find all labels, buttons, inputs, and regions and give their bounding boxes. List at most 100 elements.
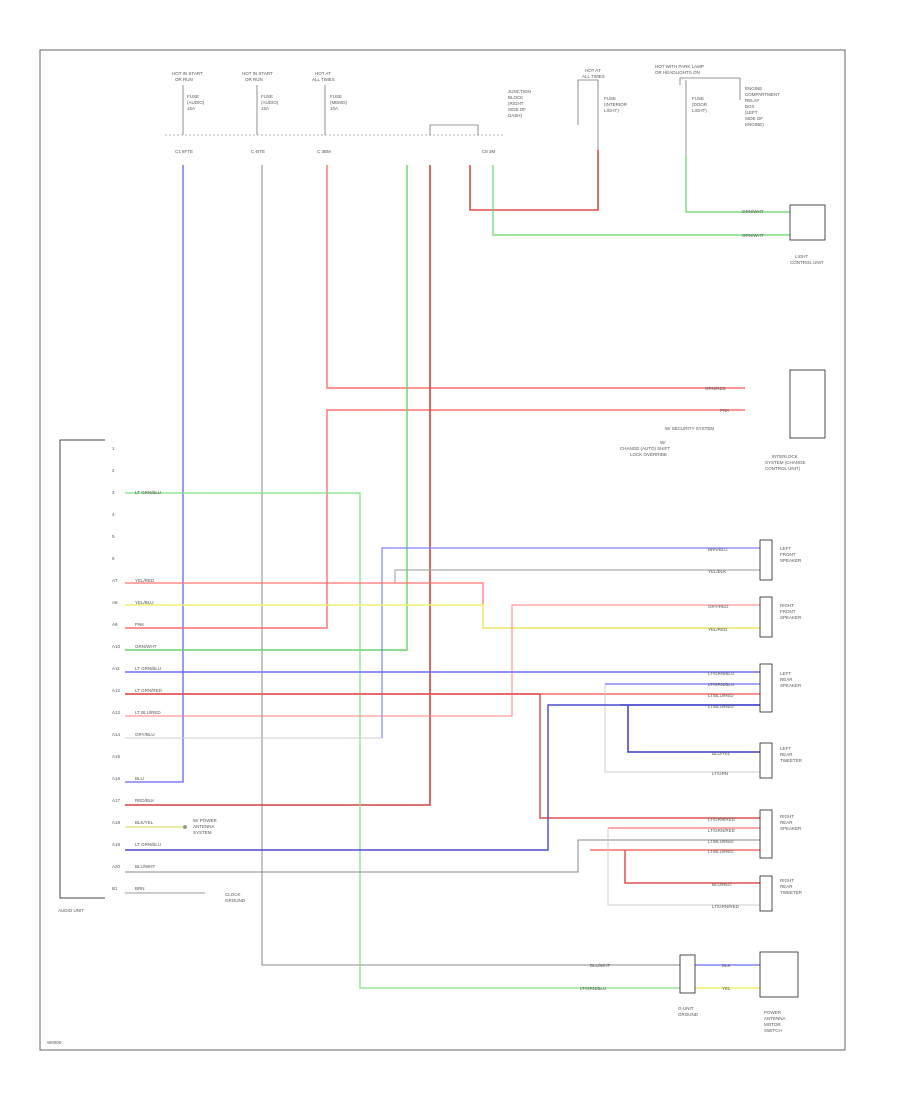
- svg-text:SIDE OF: SIDE OF: [745, 116, 763, 121]
- svg-text:TWEETER: TWEETER: [780, 758, 803, 763]
- audio-pin-wire-label: PNK: [135, 622, 144, 627]
- audio-pin-a20: A20: [112, 864, 121, 869]
- svg-text:SPEAKER: SPEAKER: [780, 683, 802, 688]
- svg-text:LT/BLU/RED: LT/BLU/RED: [708, 704, 734, 709]
- svg-text:FUSE: FUSE: [261, 94, 273, 99]
- interlock-unit: GRN/RED PNK W/ SECURITY SYSTEM W/ CHANGE…: [620, 369, 826, 471]
- svg-text:LEFT: LEFT: [780, 746, 791, 751]
- audio-pin-a11: A11: [112, 666, 120, 671]
- svg-text:COMPARTMENT: COMPARTMENT: [745, 92, 780, 97]
- svg-text:FUSE: FUSE: [330, 94, 342, 99]
- audio-pin-a13: A13: [112, 710, 121, 715]
- audio-pin-a14: A14: [112, 732, 121, 737]
- svg-text:LT/GRN/BLU: LT/GRN/BLU: [708, 682, 734, 687]
- svg-text:LT/GRN/RED: LT/GRN/RED: [708, 828, 736, 833]
- page-label: W0000: [47, 1040, 62, 1045]
- svg-text:DASH): DASH): [508, 113, 523, 118]
- fuse-block-1: HOT IN START OR RUN FUSE (AUDIO) 15A C1 …: [172, 71, 205, 154]
- svg-text:INTERLOCK: INTERLOCK: [772, 454, 798, 459]
- svg-text:LT/GRN/RED: LT/GRN/RED: [712, 904, 740, 909]
- wire-blu-wht-a20: [125, 839, 760, 873]
- svg-text:LT/BLU/RED: LT/BLU/RED: [708, 839, 734, 844]
- wire-grn-wht: [125, 165, 408, 651]
- svg-text:RIGHT: RIGHT: [780, 603, 794, 608]
- svg-text:LEFT: LEFT: [780, 671, 791, 676]
- wire-pnk: [125, 409, 745, 629]
- fuse-block-3: HOT AT ALL TIMES FUSE (MEMO) 10A C 3BM: [312, 71, 347, 154]
- svg-text:15A: 15A: [261, 106, 269, 111]
- svg-text:REAR: REAR: [780, 752, 793, 757]
- svg-text:FUSE: FUSE: [187, 94, 199, 99]
- svg-text:(DOOR: (DOOR: [692, 102, 708, 107]
- svg-text:SPEAKER: SPEAKER: [780, 558, 802, 563]
- svg-text:RIGHT: RIGHT: [780, 814, 794, 819]
- svg-text:RIGHT: RIGHT: [780, 878, 794, 883]
- audio-pin-wire-label: BLU/WHT: [135, 864, 156, 869]
- svg-text:ENGINE: ENGINE: [745, 86, 762, 91]
- svg-text:OR HEADLIGHTS ON: OR HEADLIGHTS ON: [655, 70, 700, 75]
- wire-lt-tweeter-1: [627, 705, 760, 753]
- left-front-speaker: BRN/BLU YEL/BLK LEFT FRONT SPEAKER: [708, 539, 802, 581]
- svg-text:W/: W/: [660, 440, 666, 445]
- audio-pin-wire-label: BLU: [135, 776, 144, 781]
- svg-text:YEL/RED: YEL/RED: [708, 627, 728, 632]
- svg-text:ALL TIMES: ALL TIMES: [582, 74, 605, 79]
- wire-brn-blu: [381, 547, 760, 738]
- svg-text:C1 6FTE: C1 6FTE: [175, 149, 193, 154]
- engine-relay-box-label: ENGINE COMPARTMENT RELAY BOX (LEFT SIDE …: [745, 86, 780, 127]
- left-rear-speaker: LT/GRN/BLU LT/GRN/BLU LT/BLU/RED LT/BLU/…: [708, 663, 802, 713]
- audio-pin-5: 5: [112, 534, 115, 539]
- svg-text:CLOCK: CLOCK: [225, 892, 241, 897]
- svg-text:FRONT: FRONT: [780, 609, 796, 614]
- svg-text:SIDE OF: SIDE OF: [508, 107, 526, 112]
- left-rear-tweeter: BLU/YEL LT/GRN LEFT REAR TWEETER: [712, 742, 803, 779]
- svg-text:CONTROL UNIT): CONTROL UNIT): [765, 466, 801, 471]
- svg-text:GROUND: GROUND: [225, 898, 246, 903]
- svg-text:SPEAKER: SPEAKER: [780, 615, 802, 620]
- svg-text:BLK: BLK: [722, 963, 731, 968]
- audio-pin-a19: A19: [112, 842, 121, 847]
- junction-block: JUNCTION BLOCK (RIGHT SIDE OF DASH) C8 3…: [429, 89, 531, 154]
- svg-text:LT/BLU/RED: LT/BLU/RED: [708, 849, 734, 854]
- audio-pin-a17: A17: [112, 798, 121, 803]
- svg-text:LIGHT: LIGHT: [795, 254, 809, 259]
- wire-lt-grn-blu-3: [125, 492, 680, 989]
- audio-pin-a18: A18: [112, 820, 121, 825]
- audio-pin-wire-label: LT GRN/RED: [135, 688, 163, 693]
- audio-pin-wire-label: RED/BLK: [135, 798, 154, 803]
- wire-grn-light-1: [685, 155, 790, 213]
- svg-text:(RIGHT: (RIGHT: [508, 101, 524, 106]
- svg-text:(LEFT: (LEFT: [745, 110, 758, 115]
- svg-text:C 3BM: C 3BM: [317, 149, 331, 154]
- audio-pin-a15: A15: [112, 754, 121, 759]
- audio-pin-a7: A7: [112, 578, 118, 583]
- svg-text:BLU/YEL: BLU/YEL: [712, 751, 731, 756]
- wire-yel-blu: [125, 604, 760, 629]
- svg-text:HOT IN START: HOT IN START: [172, 71, 203, 76]
- wire-blk-antenna: [261, 165, 680, 966]
- audio-pin-wire-label: LT BLU/RED: [135, 710, 161, 715]
- wire-gry-red: [125, 604, 760, 717]
- svg-text:HOT IN START: HOT IN START: [242, 71, 273, 76]
- wire-yel-blk: [125, 569, 760, 584]
- svg-text:YEL: YEL: [722, 986, 731, 991]
- svg-text:(INTERIOR: (INTERIOR: [604, 102, 628, 107]
- audio-pin-wire-label: LT GRN/BLU: [135, 842, 161, 847]
- svg-text:C8 3M: C8 3M: [482, 149, 496, 154]
- svg-text:LT/GRN/BLU: LT/GRN/BLU: [708, 671, 734, 676]
- svg-text:CHANGE (AUTO) SHIFT: CHANGE (AUTO) SHIFT: [620, 446, 670, 451]
- antenna-note: W/ POWER ANTENNA SYSTEM: [183, 818, 217, 835]
- wire-rt-tweeter-2: [607, 828, 760, 906]
- svg-text:ANTENNA: ANTENNA: [193, 824, 215, 829]
- svg-text:(AUDIO): (AUDIO): [261, 100, 279, 105]
- g-unit-ground: BLU/WHT LT/GRN/BLU G-UNIT GROUND: [580, 954, 699, 1017]
- audio-pin-wire-label: YEL/BLU: [135, 600, 154, 605]
- svg-text:LT/GRN: LT/GRN: [712, 771, 728, 776]
- wire-blu: [125, 165, 184, 783]
- svg-text:C 6ITE: C 6ITE: [251, 149, 265, 154]
- svg-text:(AUDIO): (AUDIO): [187, 100, 205, 105]
- svg-text:BLU/RED: BLU/RED: [712, 882, 732, 887]
- svg-text:LT/BLU/RED: LT/BLU/RED: [708, 693, 734, 698]
- svg-text:REAR: REAR: [780, 677, 793, 682]
- svg-text:CONTROL UNIT: CONTROL UNIT: [790, 260, 824, 265]
